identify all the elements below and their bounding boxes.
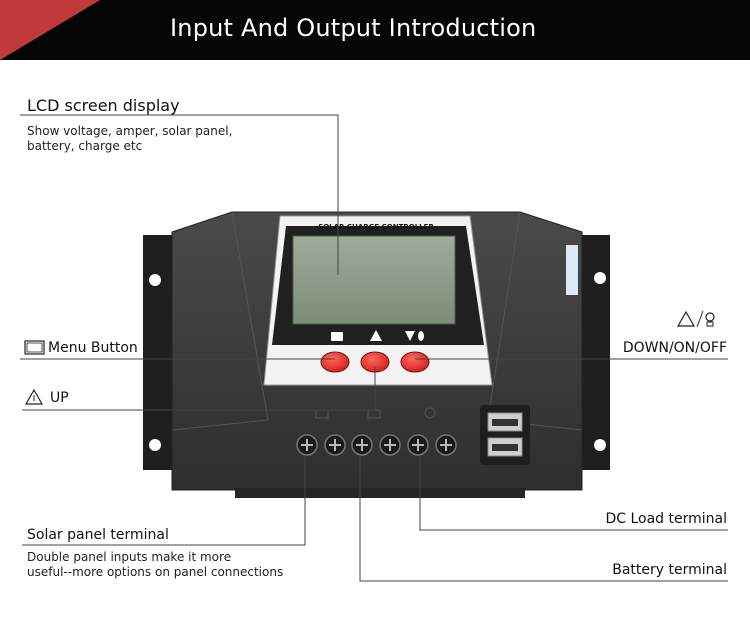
banner-accent	[0, 0, 100, 60]
battery-terminal-label: Battery terminal	[612, 562, 727, 578]
mounting-bracket-right	[580, 235, 610, 470]
page-title: Input And Output Introduction	[170, 14, 537, 42]
dc-load-terminal-label: DC Load terminal	[605, 511, 727, 527]
lcd-caption: SOLAR CHARGE CONTROLLER	[318, 223, 434, 231]
lcd-callout-title: LCD screen display	[27, 96, 180, 115]
solar-terminal-title: Solar panel terminal	[27, 527, 169, 543]
title-banner: Input And Output Introduction	[0, 0, 750, 60]
terminal-block	[296, 434, 457, 456]
menu-icon	[24, 340, 45, 355]
menu-button	[320, 351, 350, 373]
down-button	[400, 351, 430, 373]
up-button-label: UP	[50, 390, 69, 406]
lcd-callout-desc: Show voltage, amper, solar panel, batter…	[27, 124, 233, 153]
mounting-bracket-left	[143, 235, 173, 470]
lcd-screen	[292, 235, 456, 325]
down-button-label: DOWN/ON/OFF	[622, 340, 727, 356]
solar-terminal-desc: Double panel inputs make it more useful-…	[27, 550, 284, 579]
up-icon	[24, 388, 44, 405]
down-bulb-icon	[676, 310, 715, 328]
menu-button-label: Menu Button	[48, 340, 138, 356]
usb-ports	[480, 405, 530, 465]
